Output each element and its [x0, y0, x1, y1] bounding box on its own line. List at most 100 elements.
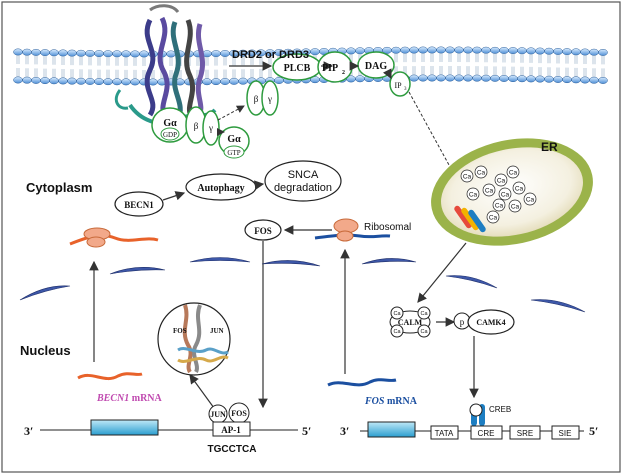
sie-box — [551, 425, 580, 440]
dag-label: DAG — [365, 61, 387, 72]
calcium-ion: Ca — [474, 165, 488, 179]
calcium-ion-label: Ca — [495, 203, 504, 210]
er-label: ER — [541, 140, 558, 154]
calm-calcium-label: Ca — [420, 329, 428, 335]
three-prime-right: 3′ — [340, 424, 349, 438]
becn1-mrna-label: BECN1 mRNA — [96, 393, 163, 404]
fos-label: FOS — [231, 409, 247, 418]
calcium-ion-label: Ca — [511, 204, 520, 211]
arrow-autophagy-snca — [254, 180, 265, 190]
beta-label: β — [194, 121, 199, 131]
camk4-node — [467, 309, 515, 335]
nuclear-envelope — [19, 257, 586, 313]
calcium-ion: Ca — [523, 192, 537, 206]
becn1-label: BECN1 — [124, 200, 154, 210]
calcium-ion-label: Ca — [515, 186, 524, 193]
endoplasmic-reticulum — [431, 138, 593, 246]
ap1-structure — [157, 302, 231, 376]
calcium-ion: Ca — [512, 181, 526, 195]
snca-label-line1: SNCA — [288, 169, 319, 181]
ip3-receptor-channel — [454, 205, 486, 233]
arrow-dag-ip3 — [382, 68, 392, 80]
cytoplasm-label: Cytoplasm — [26, 180, 92, 195]
calcium-ion-label: Ca — [489, 215, 498, 222]
receptor-label: DRD2 or DRD3 — [232, 49, 309, 61]
calcium-ion-label: Ca — [509, 170, 518, 177]
becn1-mrna-strand — [77, 372, 143, 381]
gdp-label: GDP — [163, 131, 177, 139]
cell-membrane — [13, 46, 608, 86]
five-prime-left: 5′ — [302, 424, 311, 438]
fos-mrna-gene: FOS — [364, 396, 385, 407]
nucleus-label: Nucleus — [20, 343, 71, 358]
calcium-ion-label: Ca — [501, 192, 510, 199]
creb-label: CREB — [489, 405, 511, 414]
calcium-ion-label: Ca — [526, 197, 535, 204]
snca-label-line2: degradation — [274, 182, 332, 194]
ap1-label: AP-1 — [221, 425, 241, 435]
snca-degradation-node — [264, 160, 342, 202]
fos-mrna-suffix: mRNA — [384, 396, 417, 407]
fos-gene — [367, 421, 416, 438]
jun-structure-label: JUN — [210, 327, 224, 335]
ip3-label: IP — [394, 81, 402, 90]
five-prime-right: 5′ — [589, 424, 598, 438]
tata-box — [430, 425, 459, 440]
ribosome-becn1 — [69, 227, 159, 248]
calcium-ion: Ca — [498, 187, 512, 201]
autophagy-label: Autophagy — [197, 183, 244, 194]
calcium-ion-label: Ca — [497, 178, 506, 185]
g-protein-complex — [151, 80, 279, 159]
sie-label: SIE — [559, 429, 572, 438]
arrow-ap1-structure — [189, 374, 215, 409]
calm-label: CALM — [398, 318, 423, 327]
becn1-mrna-suffix: mRNA — [129, 393, 162, 404]
arrow-er-calm — [417, 242, 467, 303]
arrow-becn1-autophagy — [162, 191, 186, 201]
calcium-ion: Ca — [494, 173, 508, 187]
beta-released-label: β — [254, 94, 259, 104]
calcium-ion: Ca — [486, 210, 500, 224]
calcium-ion: Ca — [492, 198, 506, 212]
ribosome-fos — [314, 218, 391, 242]
calm-calcium-label: Ca — [393, 311, 401, 317]
becn1-node — [114, 191, 164, 217]
calcium-ion: Ca — [506, 165, 520, 179]
calcium-ion: Ca — [460, 169, 474, 183]
pip2-subscript: 2 — [342, 70, 345, 76]
calm-calcium-label: Ca — [393, 329, 401, 335]
ap1-box — [212, 421, 251, 437]
calcium-ion: Ca — [508, 199, 522, 213]
galpha-gtp-label: Gα — [227, 134, 241, 145]
jun-label: JUN — [210, 410, 226, 419]
tata-label: TATA — [435, 429, 454, 438]
gtp-label: GTP — [227, 149, 240, 157]
becn1-gene — [90, 419, 159, 436]
ip3-node — [389, 71, 411, 97]
three-prime-left: 3′ — [24, 424, 33, 438]
calcium-ion: Ca — [466, 187, 480, 201]
becn1-mrna-gene: BECN1 — [96, 393, 129, 404]
calcium-ion-label: Ca — [469, 192, 478, 199]
sre-label: SRE — [517, 429, 533, 438]
cre-label: CRE — [478, 429, 495, 438]
calcium-ion: Ca — [482, 183, 496, 197]
gamma-released-label: γ — [267, 94, 272, 104]
ribosomal-label: Ribosomal — [364, 222, 411, 233]
fos-structure-label: FOS — [173, 327, 187, 335]
fos-mrna-strand — [327, 378, 397, 387]
calm-calcium-label: Ca — [420, 311, 428, 317]
calcium-ion-label: Ca — [463, 174, 472, 181]
creb-dimer — [469, 403, 485, 426]
dopamine-receptor — [114, 4, 217, 126]
ip3-subscript: 3 — [404, 87, 407, 92]
tgcctca-label: TGCCTCA — [208, 444, 257, 455]
sre-box — [509, 425, 541, 440]
gamma-label: γ — [208, 123, 213, 133]
cre-box — [470, 425, 503, 440]
fos-protein-node — [244, 219, 282, 241]
